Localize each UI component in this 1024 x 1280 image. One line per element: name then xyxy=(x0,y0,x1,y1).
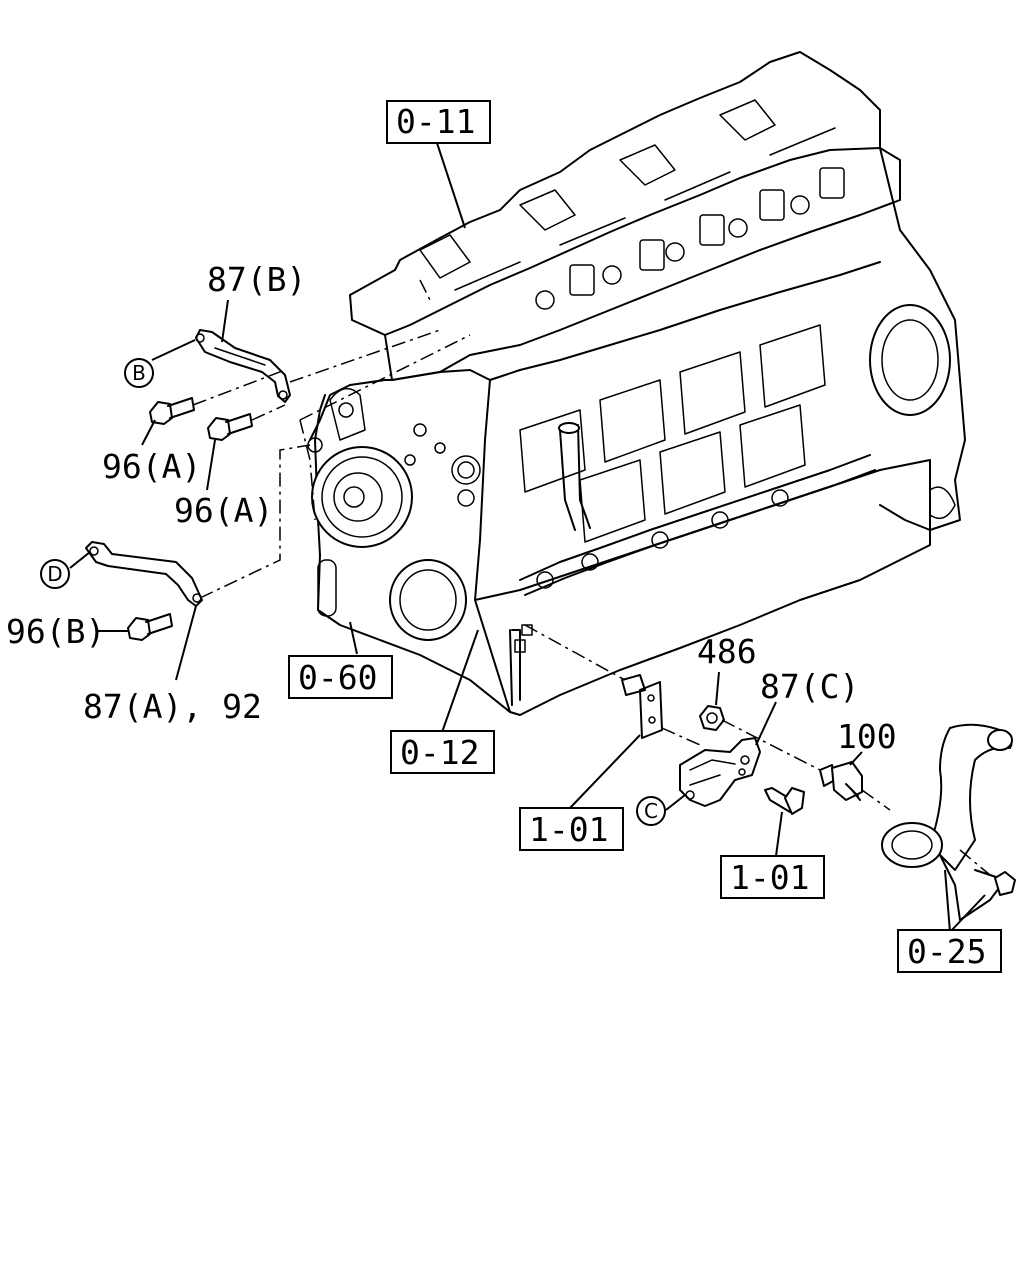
ref-box-0-60: 0-60 xyxy=(288,655,393,699)
bracket-87b xyxy=(195,329,291,403)
part-label-96b: 96(B) xyxy=(6,612,105,651)
bolt-96b xyxy=(127,613,173,641)
ref-box-0-25: 0-25 xyxy=(897,929,1002,973)
part-label-486: 486 xyxy=(697,632,757,671)
part-label-96a-upper: 96(A) xyxy=(102,447,201,486)
ref-label-0-60: 0-60 xyxy=(298,658,377,697)
bracket-87c xyxy=(679,737,761,807)
bracket-1-01 xyxy=(621,674,663,739)
bolt-1-01 xyxy=(764,787,805,815)
ref-label-1-01-bracket: 1-01 xyxy=(529,810,608,849)
hose xyxy=(881,723,1016,921)
callout-c: C xyxy=(636,796,666,826)
callout-d: D xyxy=(40,559,70,589)
part-label-87b: 87(B) xyxy=(207,260,306,299)
engine-block xyxy=(299,51,966,716)
ref-label-0-12: 0-12 xyxy=(400,733,479,772)
ref-box-1-01-bolt: 1-01 xyxy=(720,855,825,899)
sensor-100 xyxy=(819,761,863,801)
nut-486 xyxy=(699,705,725,731)
callout-b-letter: B xyxy=(132,361,146,385)
ref-box-1-01-bracket: 1-01 xyxy=(519,807,624,851)
bracket-87a xyxy=(85,541,203,607)
callout-c-letter: C xyxy=(644,799,658,823)
pulley xyxy=(311,446,413,548)
ref-label-0-11: 0-11 xyxy=(396,102,475,141)
bolt-96a-upper xyxy=(149,397,195,425)
ref-box-0-11: 0-11 xyxy=(386,100,491,144)
part-label-87a-92: 87(A), 92 xyxy=(83,687,262,726)
callout-b: B xyxy=(124,358,154,388)
ref-box-0-12: 0-12 xyxy=(390,730,495,774)
part-label-96a-lower: 96(A) xyxy=(174,491,273,530)
ref-label-1-01-bolt: 1-01 xyxy=(730,858,809,897)
callout-d-letter: D xyxy=(47,562,62,586)
part-label-100: 100 xyxy=(837,717,897,756)
ref-label-0-25: 0-25 xyxy=(907,932,986,971)
part-label-87c: 87(C) xyxy=(760,667,859,706)
bolt-96a-lower xyxy=(207,413,253,441)
